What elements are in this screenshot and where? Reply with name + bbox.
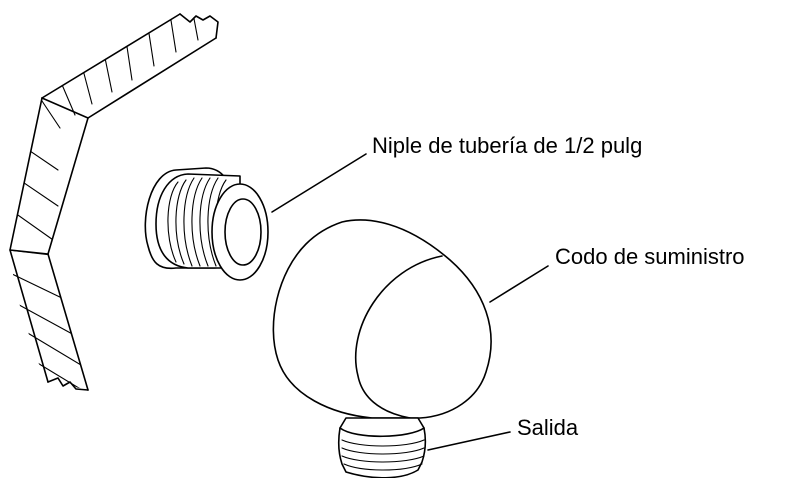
leader-lines	[271, 153, 549, 451]
outlet-fitting	[337, 427, 427, 478]
supply-elbow	[272, 219, 492, 439]
pipe-nipple	[155, 173, 269, 281]
outlet-label: Salida	[517, 415, 579, 440]
pipe-nipple-label: Niple de tubería de 1/2 pulg	[372, 133, 643, 158]
supply-elbow-label: Codo de suministro	[555, 244, 745, 269]
